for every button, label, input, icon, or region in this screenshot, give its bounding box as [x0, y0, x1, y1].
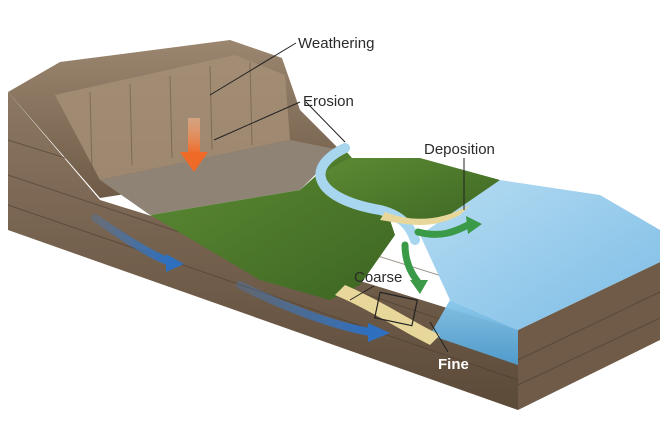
weathering-label: Weathering	[298, 35, 375, 52]
talus-slope	[100, 140, 340, 215]
cliff-joints	[89, 61, 253, 173]
beach-sand	[335, 285, 440, 345]
sea-surface	[420, 180, 660, 330]
deposition-arrowhead-right-icon	[466, 216, 482, 234]
deposition-label: Deposition	[424, 141, 495, 158]
deposition-arrow-icon	[401, 220, 474, 286]
coarse-sediment-box	[374, 291, 418, 327]
transport-arrow-icon	[91, 214, 390, 342]
fine-label: Fine	[438, 356, 469, 373]
river-channel	[315, 143, 420, 245]
leader-lines	[209, 42, 465, 353]
sea-cross-section	[430, 300, 518, 365]
erosion-arrow-icon	[180, 118, 208, 172]
deposition-arrowhead-down-icon	[410, 280, 428, 294]
coarse-label: Coarse	[354, 269, 403, 286]
delta-sand	[380, 205, 470, 225]
erosion-label: Erosion	[303, 93, 354, 110]
block-right-face	[518, 262, 660, 410]
cliff-face	[55, 55, 290, 180]
